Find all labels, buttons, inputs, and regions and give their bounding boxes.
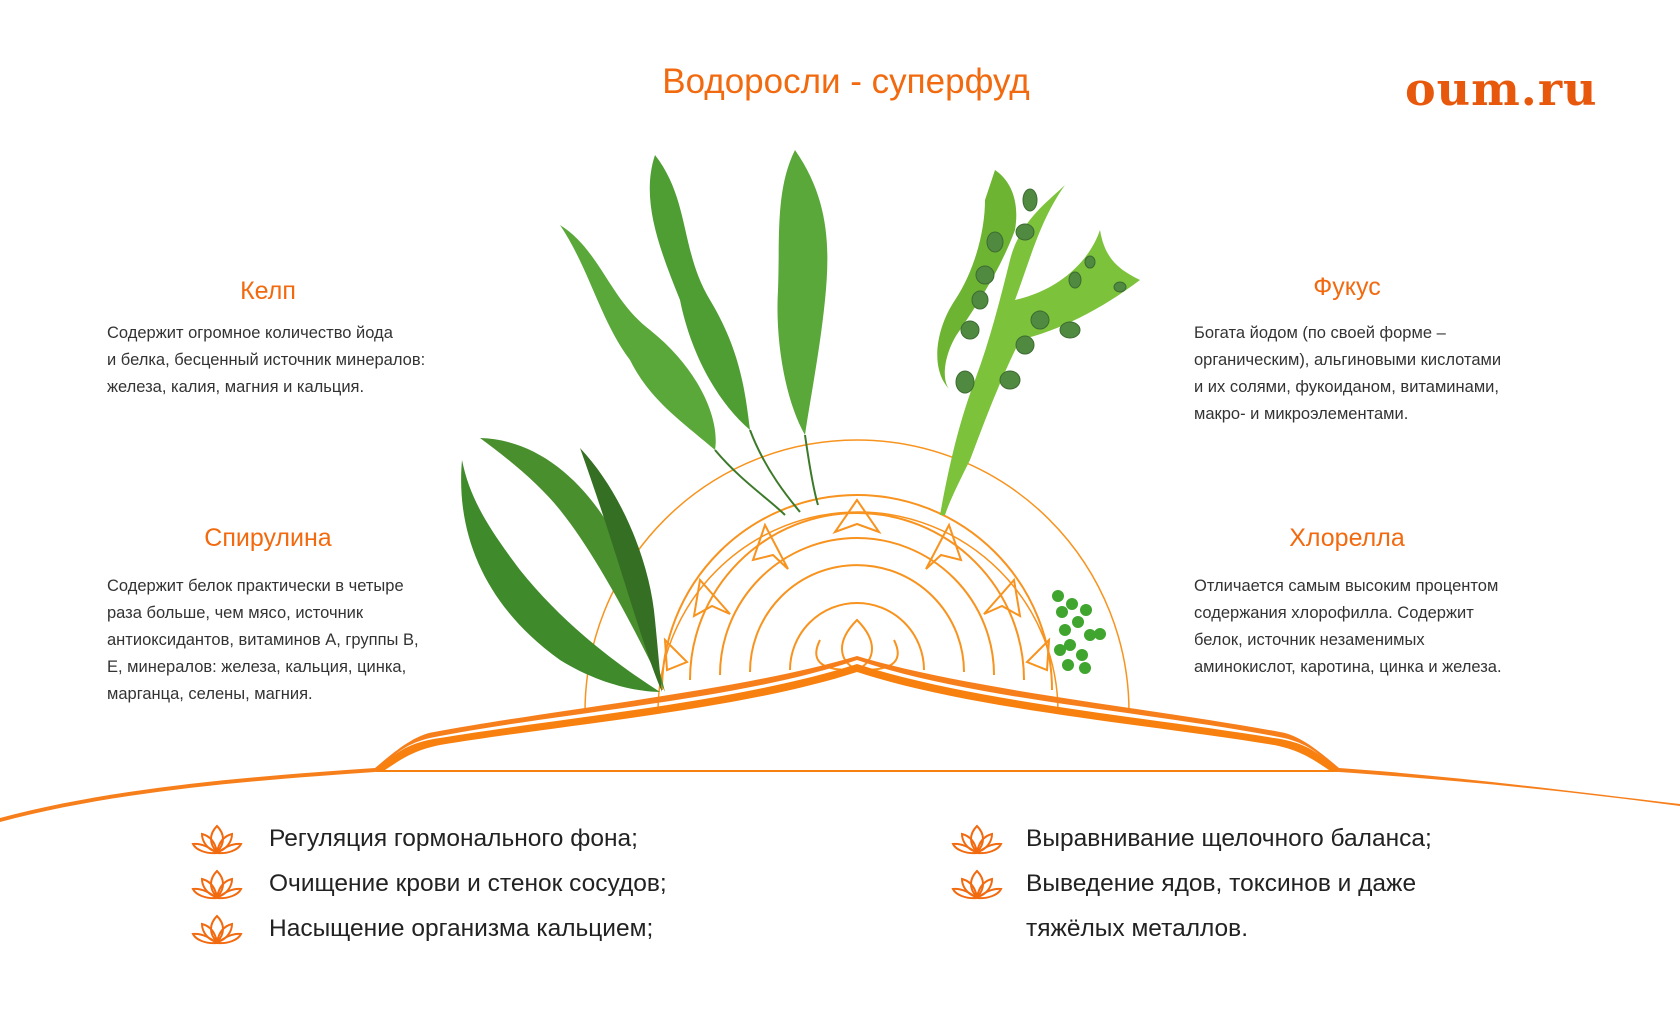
chlorella-description: Отличается самым высоким процентом содер… bbox=[1194, 573, 1594, 681]
fucus-description: Богата йодом (по своей форме – органичес… bbox=[1194, 320, 1594, 428]
chlorella-heading: Хлорелла bbox=[1289, 524, 1405, 552]
mandala-icon bbox=[661, 494, 1053, 691]
text-line: марганца, селены, магния. bbox=[107, 685, 313, 703]
lotus-icon bbox=[191, 824, 243, 854]
lotus-icon bbox=[951, 869, 1003, 899]
benefit-text: Регуляция гормонального фона; bbox=[269, 825, 638, 852]
benefits-right: Выравнивание щелочного баланса; Выведени… bbox=[950, 816, 1432, 951]
benefit-text: Насыщение организма кальцием; bbox=[269, 915, 654, 942]
spirulina-heading: Спирулина bbox=[204, 524, 332, 552]
benefit-item: Насыщение организма кальцием; bbox=[190, 906, 667, 951]
text-line: Отличается самым высоким процентом bbox=[1194, 577, 1499, 595]
text-line: раза больше, чем мясо, источник bbox=[107, 604, 364, 622]
benefit-item: Выравнивание щелочного баланса; bbox=[950, 816, 1432, 861]
fucus-heading: Фукус bbox=[1313, 273, 1381, 301]
lotus-icon bbox=[191, 869, 243, 899]
text-line: Содержит огромное количество йода bbox=[107, 324, 393, 342]
lotus-icon bbox=[191, 914, 243, 944]
text-line: Содержит белок практически в четыре bbox=[107, 577, 404, 595]
spirulina-illustration bbox=[461, 438, 665, 692]
text-line: железа, калия, магния и кальция. bbox=[107, 378, 365, 396]
text-line: и белка, бесценный источник минералов: bbox=[107, 351, 426, 369]
text-line: аминокислот, каротина, цинка и железа. bbox=[1194, 658, 1502, 676]
kelp-heading: Келп bbox=[240, 277, 296, 305]
benefit-text: Выведение ядов, токсинов и даже bbox=[1026, 870, 1417, 897]
chlorella-illustration bbox=[1052, 590, 1106, 674]
text-line: белок, источник незаменимых bbox=[1194, 631, 1425, 649]
kelp-description: Содержит огромное количество йода и белк… bbox=[107, 320, 487, 401]
kelp-illustration bbox=[560, 150, 828, 516]
benefit-item: Регуляция гормонального фона; bbox=[190, 816, 667, 861]
benefit-text: Очищение крови и стенок сосудов; bbox=[269, 870, 667, 897]
benefit-item: Очищение крови и стенок сосудов; bbox=[190, 861, 667, 906]
benefits-left: Регуляция гормонального фона; Очищение к… bbox=[190, 816, 667, 951]
benefit-item: Выведение ядов, токсинов и даже bbox=[950, 861, 1432, 906]
text-line: Е, минералов: железа, кальция, цинка, bbox=[107, 658, 407, 676]
fucus-illustration bbox=[937, 170, 1140, 515]
text-line: Богата йодом (по своей форме – bbox=[1194, 324, 1446, 342]
spirulina-description: Содержит белок практически в четыре раза… bbox=[107, 573, 487, 708]
text-line: антиоксидантов, витаминов А, группы В, bbox=[107, 631, 419, 649]
logo[interactable]: oum.ru bbox=[1405, 62, 1598, 116]
benefit-text: Выравнивание щелочного баланса; bbox=[1026, 825, 1432, 852]
text-line: и их солями, фукоиданом, витаминами, bbox=[1194, 378, 1499, 396]
benefit-item: тяжёлых металлов. bbox=[950, 906, 1432, 951]
text-line: содержания хлорофилла. Содержит bbox=[1194, 604, 1474, 622]
lotus-icon bbox=[951, 824, 1003, 854]
text-line: органическим), альгиновыми кислотами bbox=[1194, 351, 1502, 369]
text-line: макро- и микроэлементами. bbox=[1194, 405, 1409, 423]
inner-arc bbox=[657, 511, 1059, 713]
page-title: Водоросли - суперфуд bbox=[662, 62, 1030, 101]
benefit-text: тяжёлых металлов. bbox=[1026, 915, 1249, 942]
